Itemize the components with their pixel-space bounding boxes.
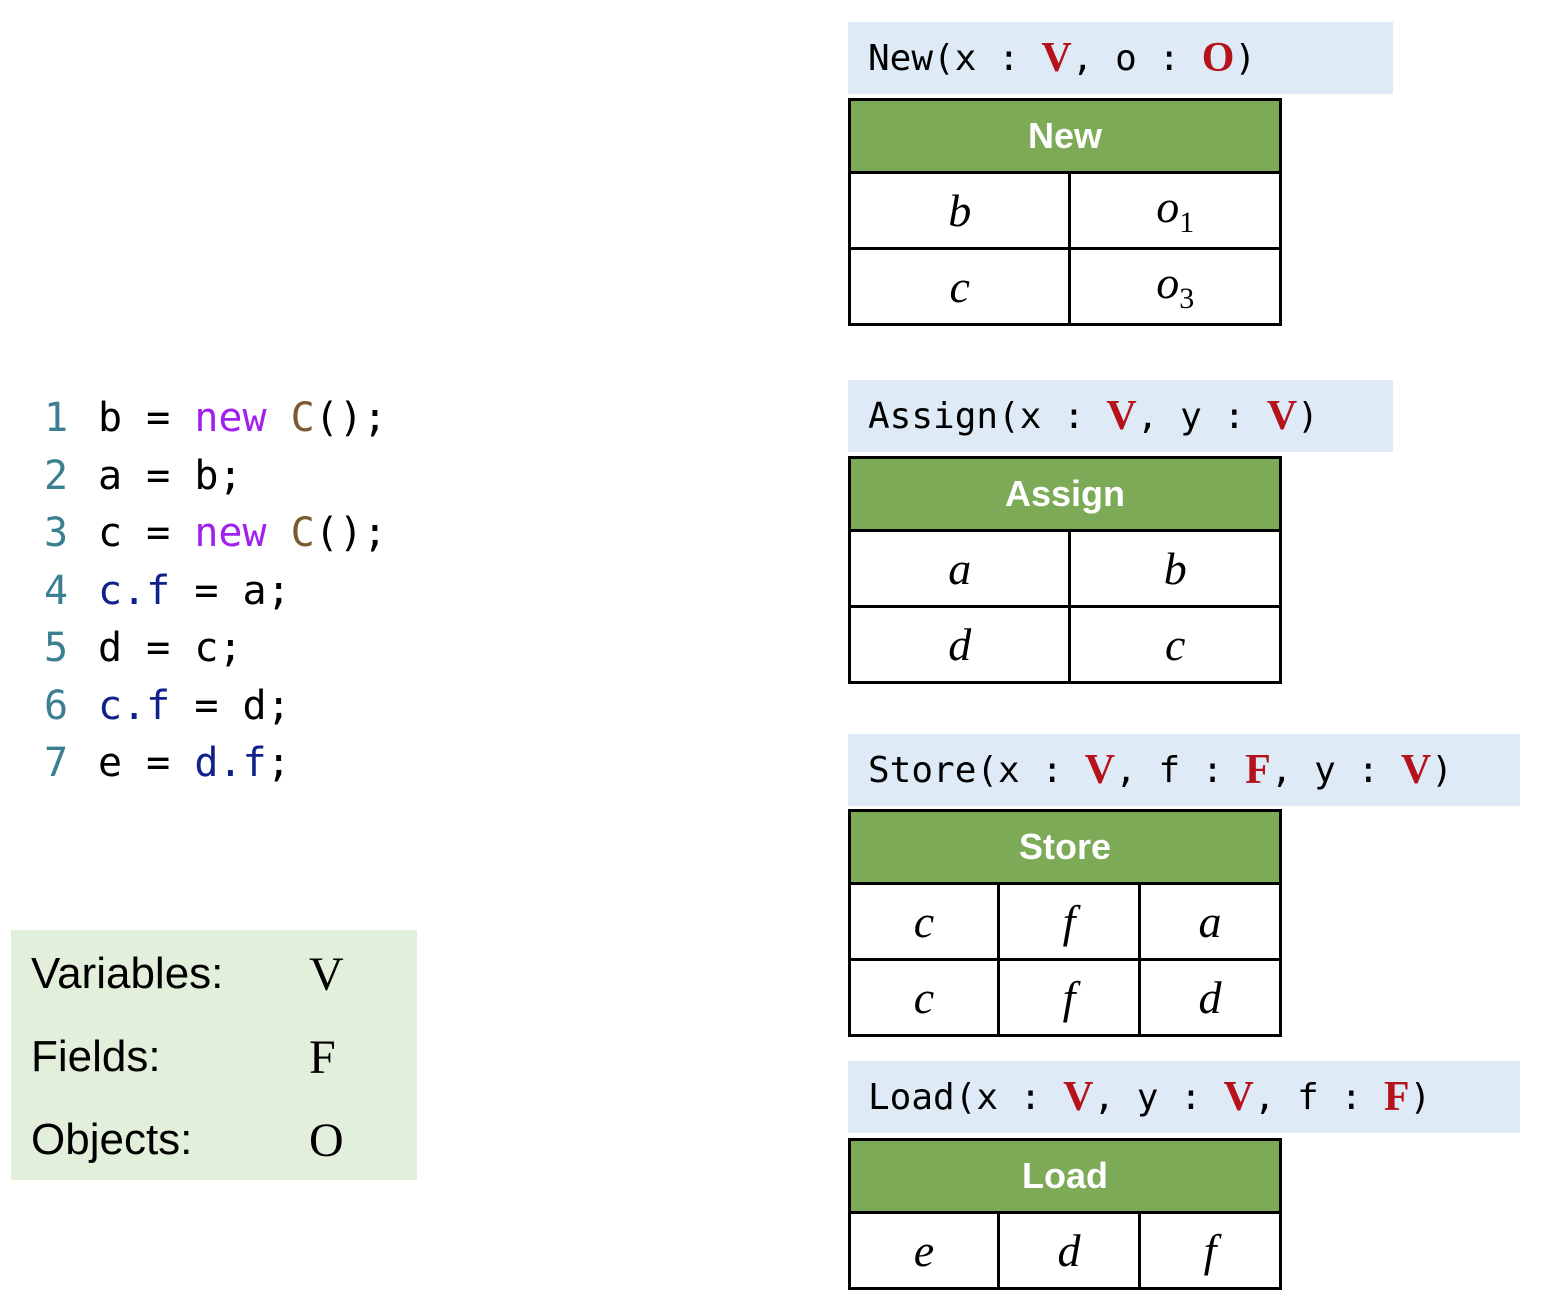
table-header: Load bbox=[848, 1138, 1282, 1214]
table-cell: a bbox=[1137, 882, 1283, 961]
line-number: 1 bbox=[44, 395, 69, 441]
legend-symbol: V bbox=[309, 947, 344, 1001]
relation-table-assign: Assign a b d c bbox=[847, 456, 1282, 684]
type-symbol: F bbox=[1383, 1074, 1410, 1120]
legend-row-fields: Fields: F bbox=[31, 1015, 336, 1099]
type-symbol: V bbox=[1084, 747, 1116, 793]
legend-label: Fields: bbox=[31, 1032, 161, 1081]
line-number: 4 bbox=[44, 567, 69, 614]
type-symbol: F bbox=[1245, 747, 1271, 793]
table-cell: o1 bbox=[1068, 171, 1282, 250]
legend-symbol: O bbox=[309, 1113, 344, 1167]
legend-row-objects: Objects: O bbox=[31, 1098, 344, 1182]
table-header: Assign bbox=[848, 456, 1282, 532]
relation-signature-new: New(x : V, o : O) bbox=[848, 22, 1393, 94]
domain-legend: Variables: V Fields: F Objects: O bbox=[11, 930, 417, 1180]
table-cell: c bbox=[847, 247, 1072, 326]
type-symbol: V bbox=[1041, 35, 1072, 81]
class-name: C bbox=[290, 395, 315, 441]
table-row: e d f bbox=[848, 1211, 1282, 1290]
table-header: New bbox=[848, 98, 1282, 174]
table-cell: f bbox=[996, 958, 1141, 1037]
table-cell: d bbox=[847, 605, 1072, 684]
type-symbol: V bbox=[1400, 747, 1432, 793]
table-cell: e bbox=[848, 1211, 1000, 1290]
type-symbol: V bbox=[1106, 393, 1137, 439]
field-access: d.f bbox=[194, 740, 267, 786]
table-cell: b bbox=[847, 171, 1072, 250]
table-cell: c bbox=[848, 882, 1000, 961]
line-number: 5 bbox=[44, 625, 69, 671]
legend-symbol: F bbox=[309, 1030, 336, 1084]
legend-row-variables: Variables: V bbox=[31, 932, 344, 1016]
table-row: a b bbox=[847, 529, 1282, 608]
line-number: 2 bbox=[44, 452, 69, 499]
class-name: C bbox=[290, 510, 315, 556]
table-cell: d bbox=[996, 1211, 1142, 1290]
table-cell: b bbox=[1068, 529, 1282, 608]
field-access: c.f bbox=[98, 567, 171, 614]
keyword-new: new bbox=[194, 395, 267, 441]
table-row: b o1 bbox=[847, 171, 1282, 250]
legend-label: Variables: bbox=[31, 949, 224, 998]
type-symbol: V bbox=[1266, 393, 1298, 439]
table-row: d c bbox=[847, 605, 1282, 684]
legend-label: Objects: bbox=[31, 1115, 193, 1164]
keyword-new: new bbox=[194, 510, 267, 556]
field-access: c.f bbox=[98, 682, 171, 729]
relation-table-new: New b o1 c o3 bbox=[847, 98, 1282, 326]
table-cell: c bbox=[1068, 605, 1282, 684]
table-cell: f bbox=[1138, 1211, 1282, 1290]
line-number: 6 bbox=[44, 682, 69, 729]
type-symbol: O bbox=[1201, 35, 1235, 81]
relation-signature-store: Store(x : V, f : F, y : V) bbox=[848, 734, 1520, 806]
line-number: 7 bbox=[44, 740, 69, 786]
table-cell: d bbox=[1137, 958, 1283, 1037]
table-cell: o3 bbox=[1068, 247, 1282, 326]
type-symbol: V bbox=[1223, 1074, 1254, 1120]
table-header: Store bbox=[848, 809, 1282, 885]
table-cell: c bbox=[848, 958, 1000, 1037]
line-number: 3 bbox=[44, 510, 69, 556]
relation-table-store: Store c f a c f d bbox=[848, 809, 1283, 1037]
relation-signature-assign: Assign(x : V, y : V) bbox=[848, 380, 1393, 452]
type-symbol: V bbox=[1063, 1074, 1094, 1120]
relation-table-load: Load e d f bbox=[848, 1138, 1282, 1290]
table-row: c f a bbox=[848, 882, 1283, 961]
table-cell: f bbox=[996, 882, 1141, 961]
table-row: c f d bbox=[848, 958, 1283, 1037]
table-cell: a bbox=[847, 529, 1072, 608]
table-row: c o3 bbox=[847, 247, 1282, 326]
relation-signature-load: Load(x : V, y : V, f : F) bbox=[848, 1061, 1520, 1133]
